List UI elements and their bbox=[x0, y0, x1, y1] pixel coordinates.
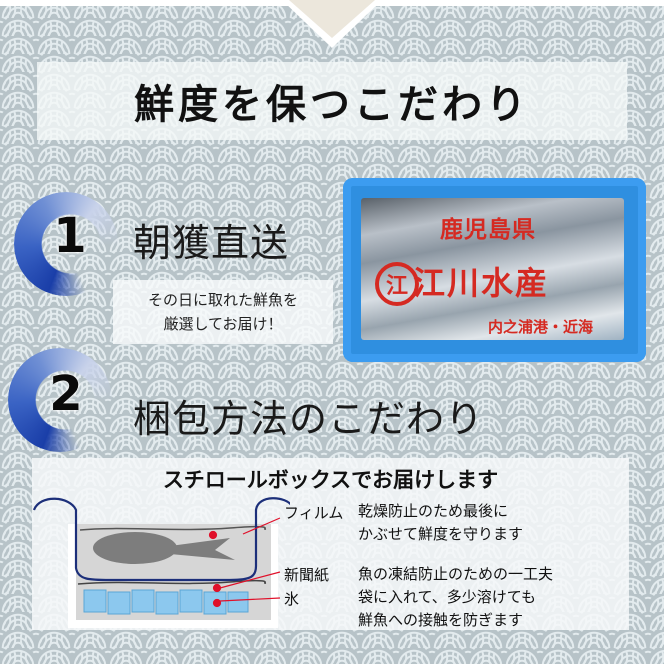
legend-ice-desc-line1: 袋に入れて、多少溶けても bbox=[358, 588, 537, 606]
fish-silhouette-icon bbox=[93, 532, 177, 564]
legend-ice-desc-line2: 鮮魚への接触を防ぎます bbox=[358, 611, 524, 629]
legend-ice-desc: 袋に入れて、多少溶けても 鮮魚への接触を防ぎます bbox=[358, 586, 536, 632]
legend-ice-label: 氷 bbox=[284, 590, 300, 608]
legend-film-desc-line1: 乾燥防止のため最後に bbox=[358, 502, 509, 520]
section1-subtext-line1: その日に取れた鮮魚を bbox=[147, 291, 298, 309]
photo-label-company: 江川水産 bbox=[413, 264, 550, 302]
newspaper-line bbox=[77, 579, 267, 585]
brush-circle-icon bbox=[8, 348, 112, 452]
section1-subtext-box: その日に取れた鮮魚を 厳選してお届け！ bbox=[113, 280, 333, 344]
company-logo-icon: 江 bbox=[375, 262, 419, 306]
packaging-panel-title: スチロールボックスでお届けします bbox=[162, 468, 499, 492]
section-number-1: 1 bbox=[53, 208, 87, 264]
brush-circle-icon bbox=[14, 192, 118, 296]
section1-subtext-line2: 厳選してお届け！ bbox=[163, 315, 283, 333]
legend-newspaper-desc-line1: 魚の凍結防止のための一工夫 bbox=[358, 565, 554, 583]
legend-film-desc: 乾燥防止のため最後に かぶせて鮮度を守ります bbox=[358, 500, 523, 546]
legend-film-desc-line2: かぶせて鮮度を守ります bbox=[358, 525, 524, 543]
legend-film-label: フィルム bbox=[284, 504, 344, 522]
film-top-line bbox=[79, 525, 267, 531]
photo-label-port: 内之浦港・近海 bbox=[488, 318, 594, 336]
title-banner: 鮮度を保つこだわり bbox=[37, 62, 627, 140]
leader-lines bbox=[208, 517, 281, 608]
film-bag-outline bbox=[32, 497, 290, 582]
legend-newspaper-desc: 魚の凍結防止のための一工夫 bbox=[358, 563, 553, 586]
top-notch bbox=[289, 0, 375, 38]
legend-newspaper-label: 新聞紙 bbox=[284, 566, 330, 584]
section2-heading: 梱包方法のこだわり bbox=[133, 397, 485, 441]
ice-cubes-icon bbox=[83, 589, 249, 615]
photo-label-prefecture: 鹿児島県 bbox=[440, 216, 536, 243]
page-title: 鮮度を保つこだわり bbox=[134, 81, 530, 128]
fish-tail-icon bbox=[170, 538, 235, 560]
section1-heading: 朝獲直送 bbox=[133, 221, 290, 265]
section-number-2: 2 bbox=[49, 366, 83, 422]
fish-box-photo: 鹿児島県 江 江川水産 内之浦港・近海 bbox=[343, 178, 646, 362]
packaging-diagram bbox=[32, 497, 290, 628]
